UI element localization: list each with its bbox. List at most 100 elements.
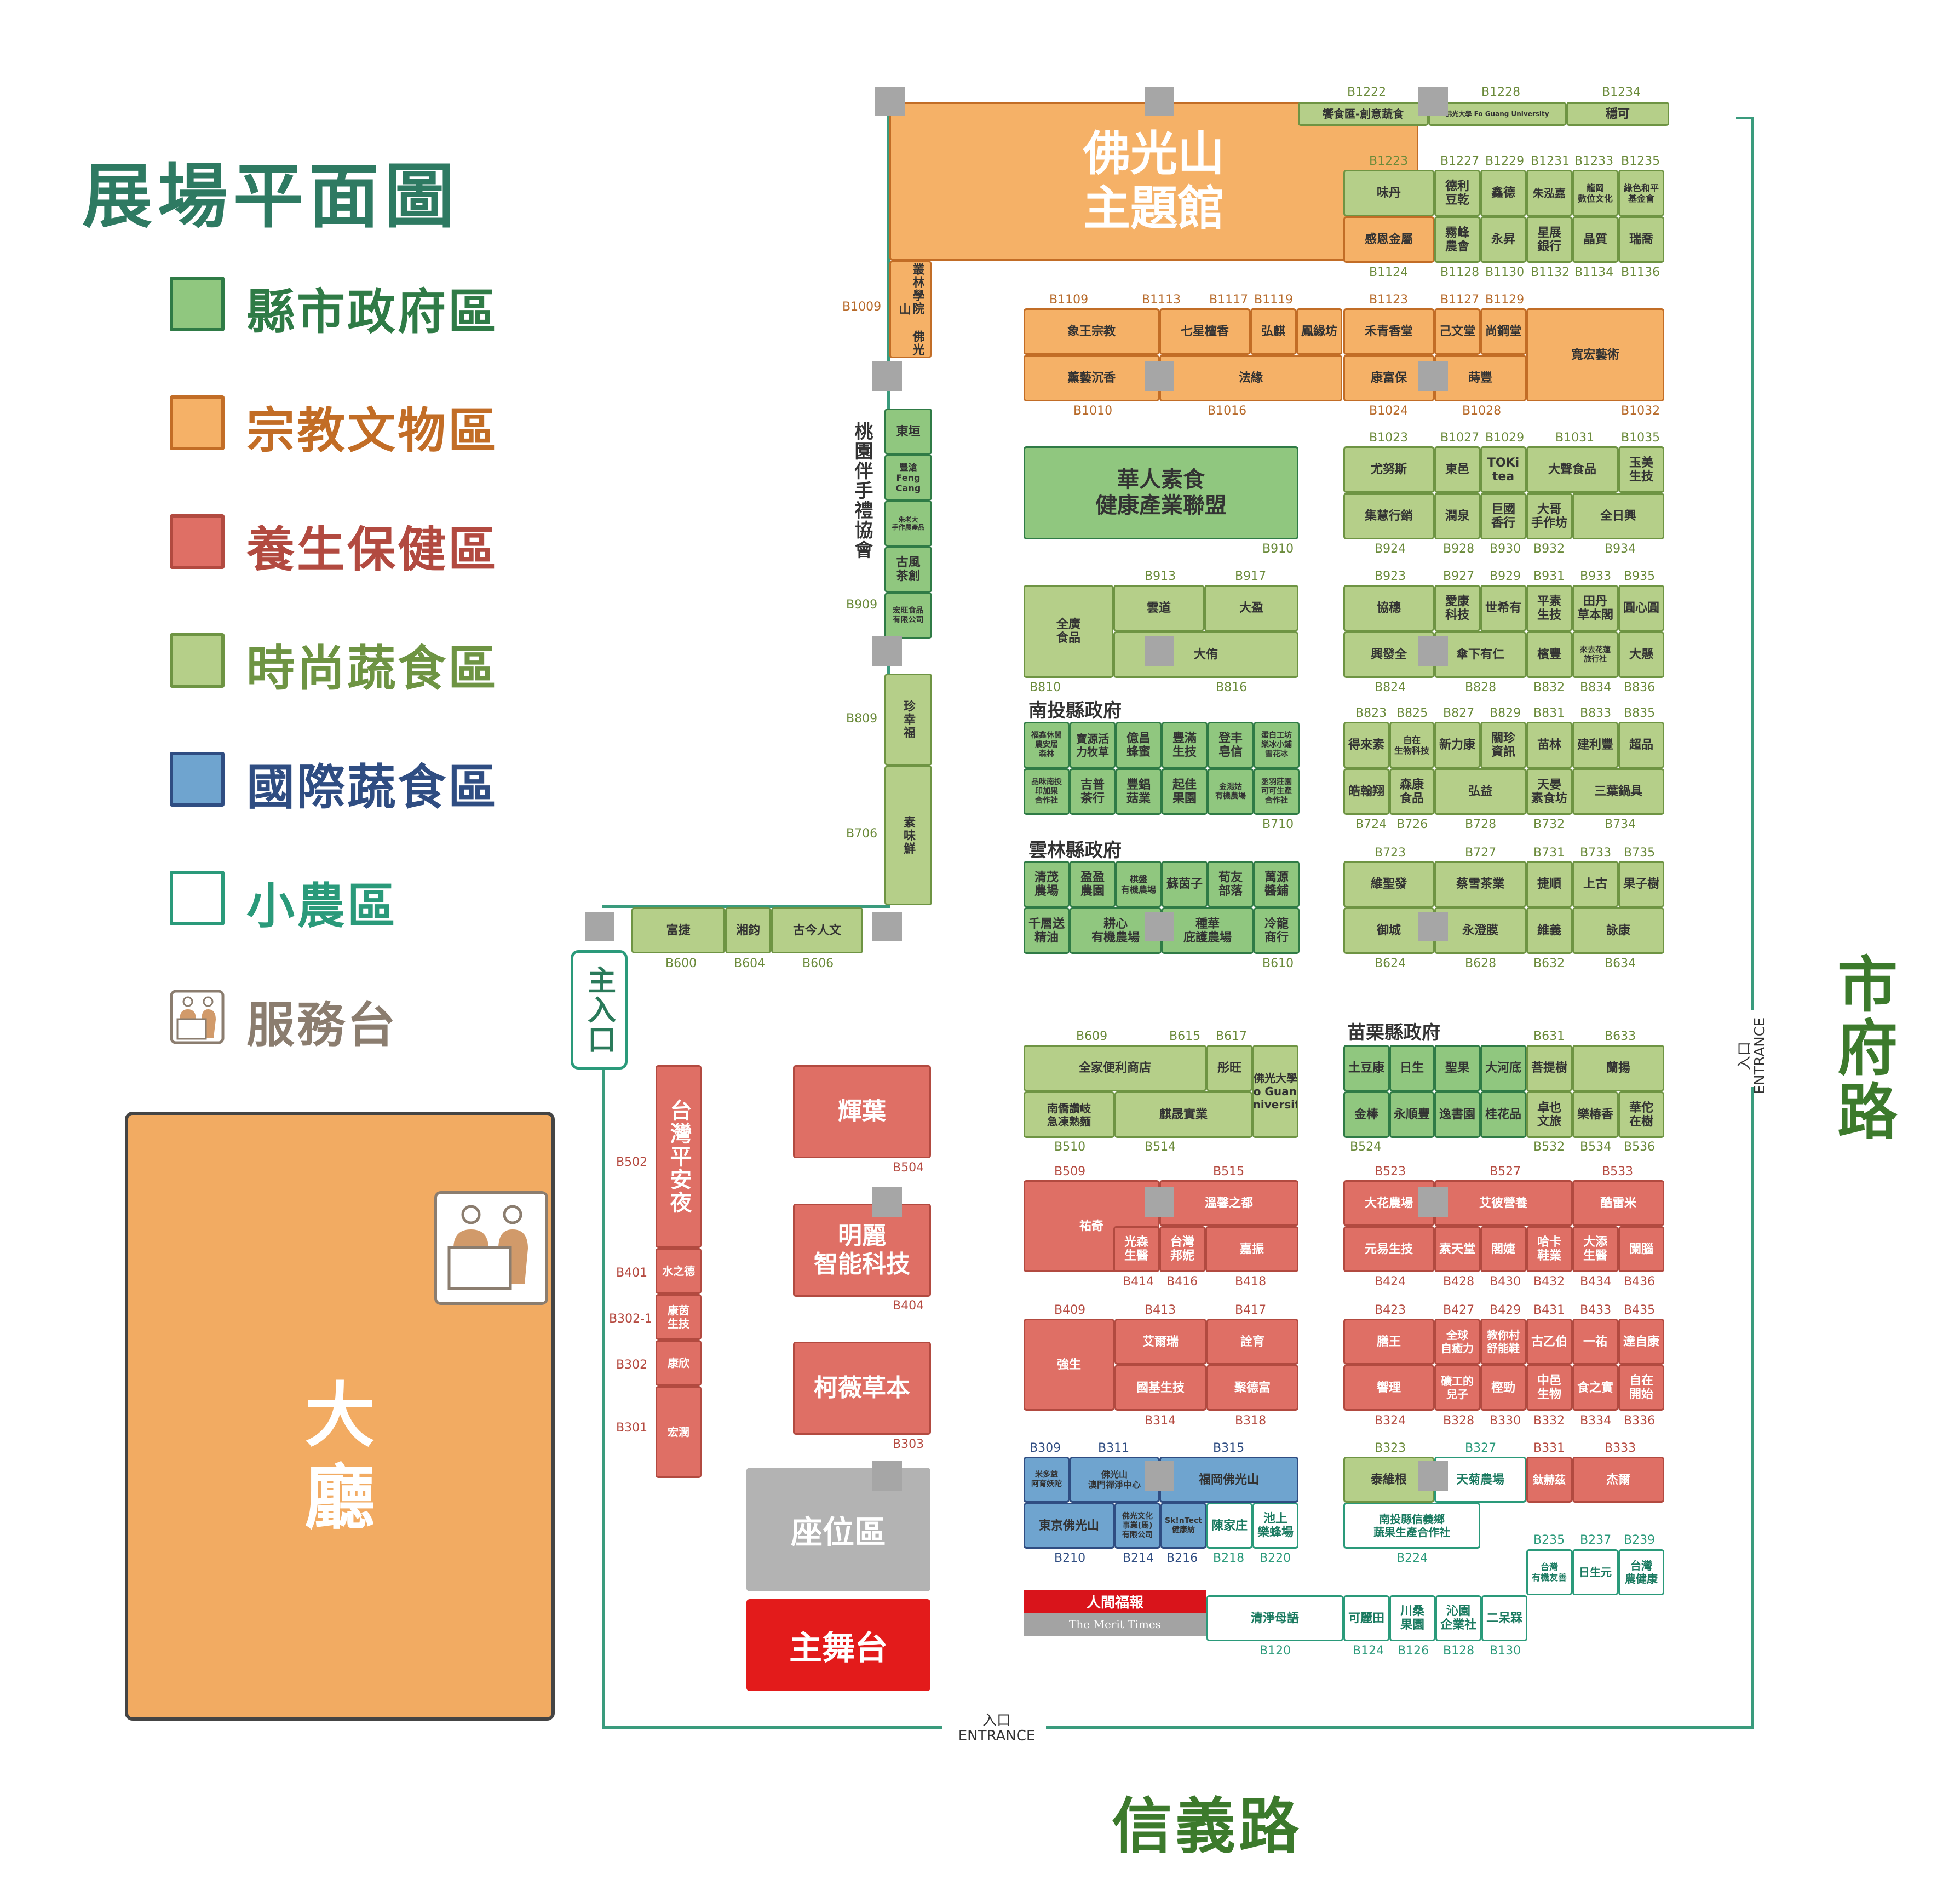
booth[interactable]: 穩可 <box>1566 102 1669 126</box>
booth[interactable]: 感恩金屬 <box>1343 216 1434 263</box>
booth[interactable]: 皓翰翔 <box>1343 768 1389 815</box>
booth[interactable]: 清淨母語 <box>1206 1595 1343 1641</box>
booth[interactable]: 福鑫休閒 農安居 森林 <box>1024 722 1070 768</box>
booth[interactable]: 杰爾 <box>1572 1457 1664 1503</box>
booth[interactable]: 自在 開始 <box>1618 1365 1664 1411</box>
booth[interactable]: 礦工的 兒子 <box>1434 1365 1480 1411</box>
booth[interactable]: 桂花品 <box>1480 1091 1526 1138</box>
booth[interactable]: 華人素食 健康產業聯盟 <box>1024 446 1298 539</box>
booth[interactable]: 來去花蓮 旅行社 <box>1572 631 1618 678</box>
booth[interactable]: 世希有 <box>1480 585 1526 631</box>
booth[interactable]: 華佗 在樹 <box>1618 1091 1664 1138</box>
east-entrance[interactable]: 入口 ENTRANCE <box>1725 1017 1780 1095</box>
booth[interactable]: 國基生技 <box>1114 1365 1206 1411</box>
booth[interactable]: 大侑 <box>1113 631 1298 678</box>
booth[interactable]: 台灣 農健康 <box>1618 1549 1664 1595</box>
booth[interactable]: 柯薇草本 <box>793 1342 931 1435</box>
booth[interactable]: 傘下有仁 <box>1434 631 1526 678</box>
booth[interactable]: 哈卡 鞋業 <box>1526 1226 1572 1272</box>
booth[interactable]: 艾爾瑞 <box>1114 1319 1206 1365</box>
booth[interactable]: 日生元 <box>1572 1549 1618 1595</box>
booth[interactable]: 禾青香堂 <box>1343 308 1434 355</box>
booth[interactable]: 台灣平安夜 <box>656 1065 702 1248</box>
booth[interactable]: 光森 生醫 <box>1113 1226 1159 1272</box>
booth[interactable]: 大哥 手作坊 <box>1526 493 1572 539</box>
booth[interactable]: 台灣 邦妮 <box>1159 1226 1205 1272</box>
booth[interactable]: 輝葉 <box>793 1065 931 1158</box>
booth[interactable]: 千層送 精油 <box>1024 907 1070 954</box>
booth[interactable]: 品味南投 印加果 合作社 <box>1024 768 1070 815</box>
booth[interactable]: 日生 <box>1389 1045 1434 1091</box>
booth[interactable]: 樫勁 <box>1480 1365 1526 1411</box>
booth[interactable]: 維義 <box>1526 907 1572 954</box>
booth[interactable]: 土豆康 <box>1343 1045 1389 1091</box>
booth[interactable]: 可麗田 <box>1343 1595 1389 1641</box>
booth[interactable]: 食之實 <box>1572 1365 1618 1411</box>
booth[interactable]: 冷龍 商行 <box>1254 907 1300 954</box>
booth[interactable]: 吉普 茶行 <box>1070 768 1116 815</box>
booth[interactable]: 建利豐 <box>1572 722 1618 768</box>
booth[interactable]: 膳王 <box>1343 1319 1434 1365</box>
booth[interactable]: 大河底 <box>1480 1045 1526 1091</box>
booth[interactable]: 巨國 香行 <box>1480 493 1526 539</box>
booth[interactable]: 寶源活 力牧草 <box>1070 722 1116 768</box>
booth[interactable]: 寬宏藝術 <box>1526 308 1664 401</box>
booth[interactable]: Sk!nTect 健康紡 <box>1160 1503 1206 1549</box>
booth[interactable]: 德利 豆乾 <box>1434 170 1480 216</box>
booth[interactable]: 闌腦 <box>1618 1226 1664 1272</box>
booth[interactable]: 教你村 舒能鞋 <box>1480 1319 1526 1365</box>
booth[interactable]: 鈦赫茲 <box>1526 1457 1572 1503</box>
booth[interactable]: 古風 茶創 <box>884 547 932 593</box>
booth[interactable]: 尚鋼堂 <box>1480 308 1526 355</box>
booth[interactable]: 超品 <box>1618 722 1664 768</box>
booth[interactable]: 彤旺 <box>1206 1045 1252 1091</box>
booth[interactable]: 龍岡 數位文化 <box>1572 170 1618 216</box>
booth[interactable]: 大盈 <box>1204 585 1298 631</box>
booth[interactable]: 丞羽莊園 可可生產 合作社 <box>1254 768 1300 815</box>
booth[interactable]: 起佳 果園 <box>1162 768 1208 815</box>
booth[interactable]: 金棒 <box>1343 1091 1389 1138</box>
booth[interactable]: 大懸 <box>1618 631 1664 678</box>
booth[interactable]: 鳳緣坊 <box>1296 308 1342 355</box>
booth[interactable]: 荀友 部落 <box>1208 861 1254 907</box>
booth[interactable]: 晶質 <box>1572 216 1618 263</box>
booth[interactable]: 全球 自癒力 <box>1434 1319 1480 1365</box>
booth[interactable]: 豐滄 Feng Cang <box>884 455 932 501</box>
booth[interactable]: 強生 <box>1024 1319 1114 1411</box>
booth[interactable]: 維聖發 <box>1343 861 1434 907</box>
booth[interactable]: 菩提樹 <box>1526 1045 1572 1091</box>
booth[interactable]: 星展 銀行 <box>1526 216 1572 263</box>
booth[interactable]: 金湯姑 有機農場 <box>1208 768 1254 815</box>
booth[interactable]: 聖果 <box>1434 1045 1480 1091</box>
booth[interactable]: 集慧行銷 <box>1343 493 1434 539</box>
booth[interactable]: 得來素 <box>1343 722 1389 768</box>
booth[interactable]: 全廣 食品 <box>1024 585 1113 678</box>
booth[interactable]: 逸書園 <box>1434 1091 1480 1138</box>
booth[interactable]: 響理 <box>1343 1365 1434 1411</box>
booth[interactable]: 圓心圓 <box>1618 585 1664 631</box>
booth[interactable]: 永順豐 <box>1389 1091 1434 1138</box>
booth[interactable]: 古乙伯 <box>1526 1319 1572 1365</box>
booth[interactable]: 閣婕 <box>1480 1226 1526 1272</box>
booth[interactable]: 朱老大 手作農產品 <box>884 501 932 547</box>
booth[interactable]: 米多益 阿育妖陀 <box>1024 1457 1070 1503</box>
booth[interactable]: 蔡雪茶業 <box>1434 861 1526 907</box>
booth[interactable]: 永澄膜 <box>1434 907 1526 954</box>
booth[interactable]: 田丹 草本閣 <box>1572 585 1618 631</box>
booth[interactable]: 詠康 <box>1572 907 1664 954</box>
booth[interactable]: 全日興 <box>1572 493 1664 539</box>
booth[interactable]: 清茂 農場 <box>1024 861 1070 907</box>
booth[interactable]: 南僑讚岐 急凍熟麵 <box>1024 1091 1114 1138</box>
booth[interactable]: 瑞喬 <box>1618 216 1664 263</box>
booth[interactable]: 法緣 <box>1159 355 1342 401</box>
booth[interactable]: 弘麒 <box>1250 308 1296 355</box>
booth[interactable]: 東邑 <box>1434 446 1480 493</box>
booth[interactable]: 上古 <box>1572 861 1618 907</box>
booth[interactable]: 明麗 智能科技 <box>793 1204 931 1297</box>
booth[interactable]: 達自康 <box>1618 1319 1664 1365</box>
booth[interactable]: 素味鮮 <box>884 766 932 905</box>
booth[interactable]: 己文堂 <box>1434 308 1480 355</box>
booth[interactable]: 陳家庄 <box>1206 1503 1252 1549</box>
booth[interactable]: 苗林 <box>1526 722 1572 768</box>
booth[interactable]: 果子樹 <box>1618 861 1664 907</box>
